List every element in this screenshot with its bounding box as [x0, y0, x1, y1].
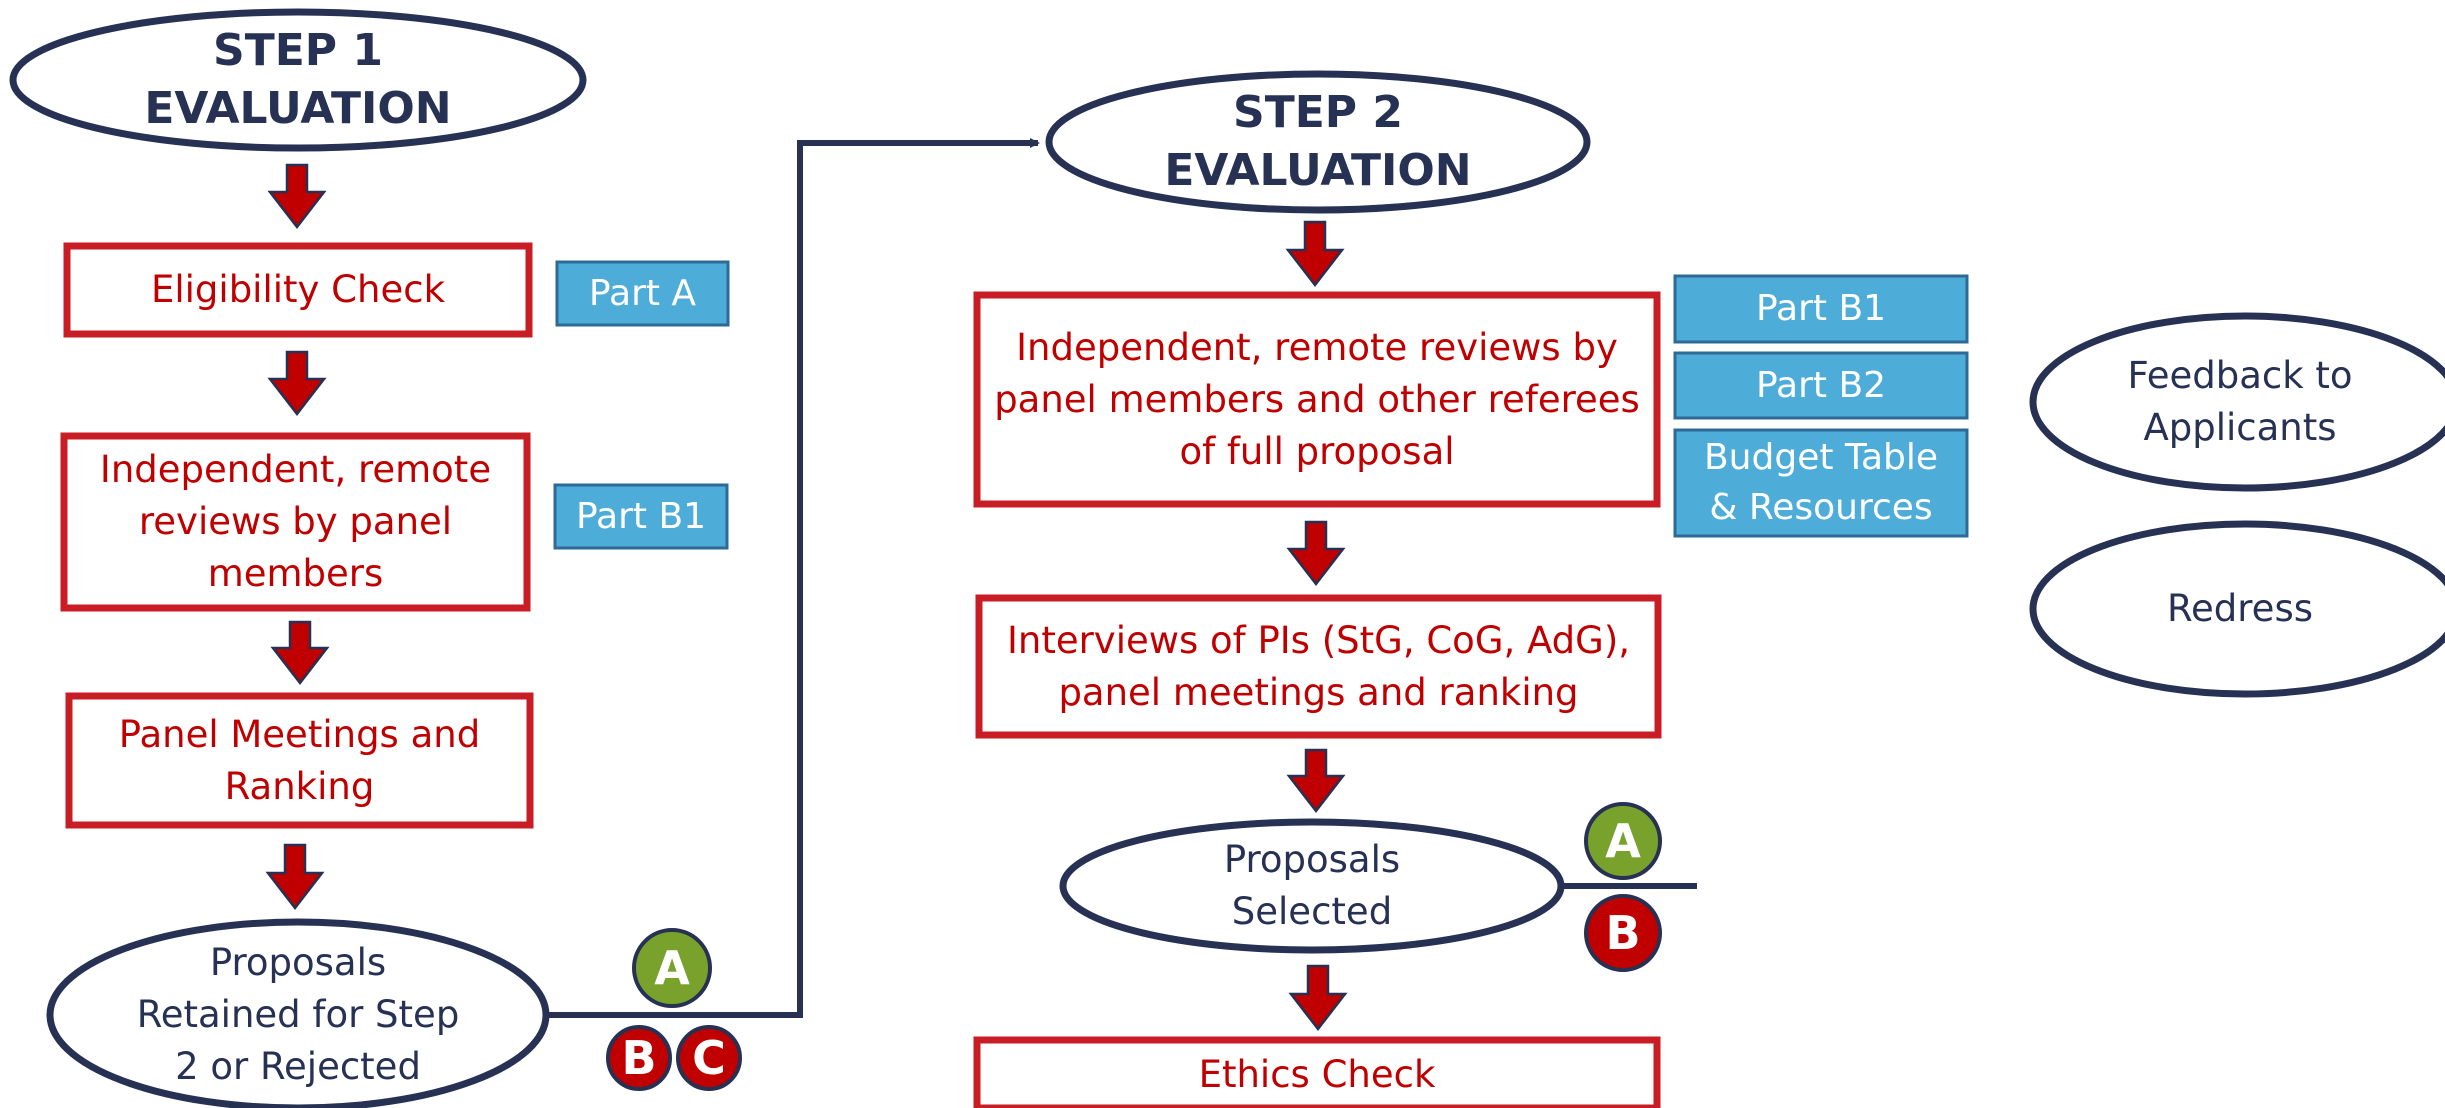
step1-badge-b — [606, 1025, 672, 1091]
step1-to-step2-connector — [548, 138, 1040, 1018]
step1-outcome-label: Proposals Retained for Step 2 or Rejecte… — [136, 941, 460, 1088]
interviews-box — [975, 594, 1662, 739]
redress-label: Redress — [2166, 587, 2313, 630]
down-arrow-7 — [1286, 748, 1346, 814]
step1-remote-reviews-label: Independent, remote reviews by panel mem… — [99, 448, 492, 595]
panel-meetings-label: Panel Meetings and Ranking — [118, 712, 481, 808]
step2-part-b2-label: Part B2 — [1755, 364, 1887, 406]
feedback-ellipse — [2029, 312, 2445, 492]
step2-outcome-label: Proposals Selected — [1223, 838, 1401, 933]
step2-badge-b — [1584, 894, 1662, 972]
step2-badge-b-label: B — [1605, 906, 1641, 960]
eligibility-check-box — [63, 242, 533, 338]
part-a-label: Part A — [588, 272, 697, 314]
redress-ellipse — [2029, 520, 2445, 698]
down-arrow-8 — [1288, 964, 1348, 1032]
part-a-box — [555, 260, 730, 327]
down-arrow-3 — [270, 620, 330, 686]
step1-title-ellipse — [9, 8, 587, 152]
ethics-check-box — [973, 1036, 1661, 1108]
down-arrow-1 — [267, 163, 327, 230]
step2-badge-a-label: A — [1605, 814, 1641, 868]
step1-part-b1-label: Part B1 — [575, 495, 707, 537]
feedback-label: Feedback to Applicants — [2127, 354, 2353, 449]
budget-table-label: Budget Table & Resources — [1703, 437, 1939, 528]
step1-title: STEP 1 EVALUATION — [144, 25, 452, 134]
step2-remote-reviews-box — [973, 291, 1661, 508]
step1-badge-b-label: B — [621, 1031, 657, 1085]
step1-badge-a — [632, 928, 712, 1008]
step1-badge-c-label: C — [692, 1031, 726, 1085]
eligibility-check-label: Eligibility Check — [150, 268, 445, 311]
ethics-check-label: Ethics Check — [1198, 1053, 1436, 1096]
step2-badge-a — [1584, 802, 1662, 880]
step2-part-b1-box — [1673, 274, 1969, 344]
panel-meetings-box — [65, 692, 534, 829]
interviews-label: Interviews of PIs (StG, CoG, AdG), panel… — [1006, 618, 1631, 714]
down-arrow-4 — [265, 843, 325, 911]
step1-badge-c — [676, 1025, 742, 1091]
step1-badge-a-label: A — [654, 941, 690, 995]
down-arrow-5 — [1285, 220, 1345, 288]
step1-outcome-ellipse — [46, 918, 550, 1108]
step1-part-b1-box — [553, 483, 729, 550]
step2-part-b1-label: Part B1 — [1755, 288, 1887, 329]
step2-remote-reviews-label: Independent, remote reviews by panel mem… — [994, 325, 1640, 473]
step2-title-ellipse — [1045, 70, 1591, 214]
step2-title: STEP 2 EVALUATION — [1164, 87, 1472, 196]
step2-part-b2-box — [1673, 351, 1969, 420]
down-arrow-6 — [1286, 520, 1346, 587]
down-arrow-2 — [267, 350, 327, 417]
budget-table-box — [1673, 428, 1969, 538]
step1-remote-reviews-box — [60, 432, 531, 612]
